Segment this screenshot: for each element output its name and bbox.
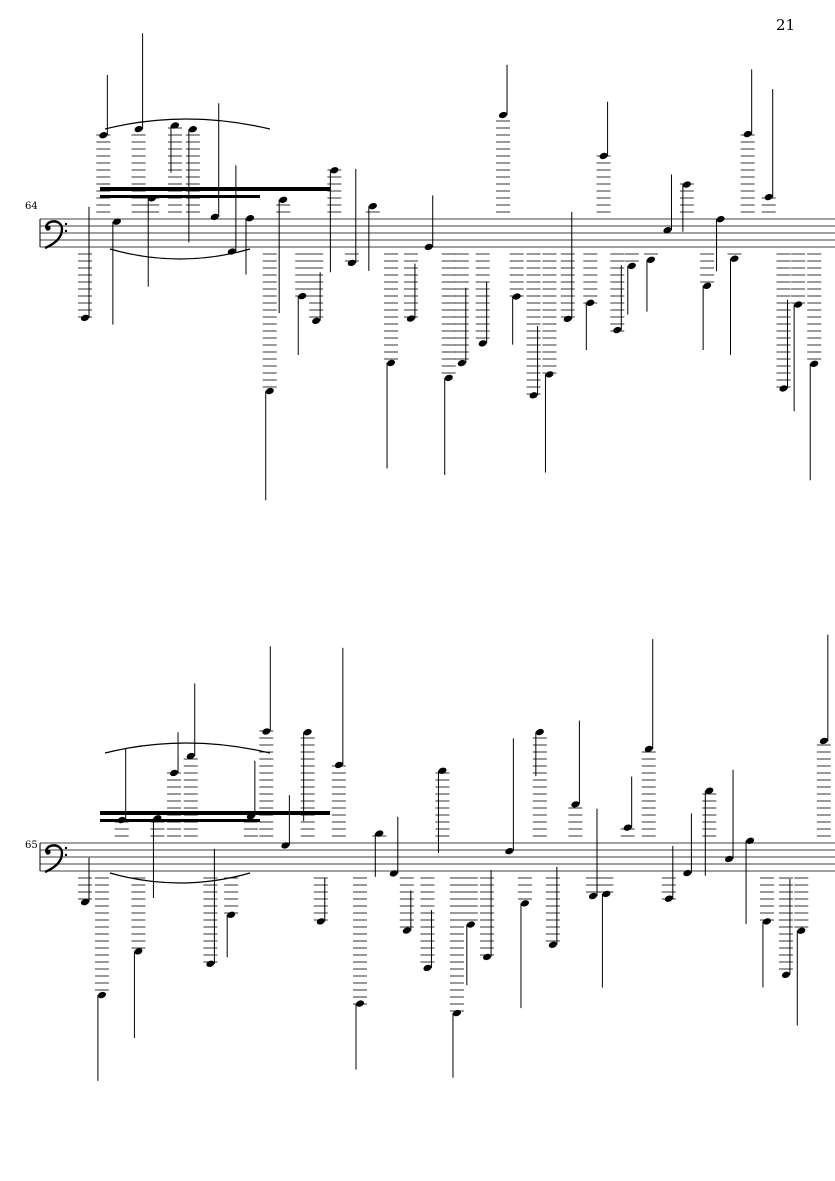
note-head — [482, 953, 492, 961]
bass-clef-icon — [44, 844, 64, 874]
note-head — [227, 911, 236, 918]
note-head — [402, 927, 411, 934]
note-head — [134, 125, 143, 133]
note-head — [762, 918, 772, 925]
note-head — [764, 193, 773, 201]
note-head — [779, 385, 788, 392]
note-head — [627, 262, 636, 270]
note-head — [303, 729, 312, 736]
bass-clef-icon — [44, 220, 64, 250]
note-head — [563, 315, 572, 323]
note-head — [724, 855, 734, 863]
note-head — [682, 181, 691, 188]
measure-number-65: 65 — [25, 840, 38, 851]
note-head — [781, 971, 790, 978]
note-head — [245, 215, 255, 222]
note-head — [529, 392, 538, 399]
note-head — [548, 941, 557, 948]
note-head — [716, 216, 725, 223]
note-head — [520, 900, 530, 907]
note-head — [423, 964, 432, 972]
note-head — [743, 130, 752, 138]
page-number: 21 — [776, 16, 796, 34]
tie — [104, 742, 271, 754]
bass-clef-dot — [64, 853, 68, 857]
note-head — [375, 830, 384, 837]
note-head — [80, 898, 90, 906]
note-head — [355, 1000, 365, 1007]
note-head — [457, 359, 466, 367]
note-head — [424, 243, 433, 251]
bass-clef-dot — [64, 222, 68, 226]
note-head — [112, 218, 121, 225]
tie — [109, 248, 251, 260]
note-head — [663, 227, 672, 234]
note-head — [347, 259, 356, 267]
note-head — [279, 196, 288, 203]
note-head — [452, 1009, 462, 1017]
note-head — [535, 728, 544, 736]
note-head — [613, 326, 622, 334]
beam — [100, 187, 330, 191]
bass-clef-dot — [64, 846, 68, 850]
note-head — [186, 752, 195, 760]
note-head — [80, 314, 90, 322]
note-head — [646, 256, 656, 263]
note-head — [281, 842, 290, 849]
bass-clef-dot — [64, 229, 68, 233]
note-head — [466, 921, 475, 928]
note-head — [644, 745, 653, 753]
beam — [100, 811, 330, 815]
note-head — [406, 315, 415, 322]
beam — [100, 819, 260, 822]
beam — [100, 195, 260, 198]
note-head — [265, 387, 274, 395]
measure-number-64: 64 — [25, 201, 38, 212]
tie — [109, 872, 251, 884]
note-head — [438, 767, 447, 774]
note-head — [444, 374, 453, 382]
note-head — [188, 126, 197, 133]
note-head — [389, 870, 398, 877]
note-head — [602, 890, 611, 898]
note-head — [386, 359, 396, 367]
note-head — [262, 728, 271, 735]
note-head — [478, 340, 487, 347]
note-head — [505, 847, 514, 855]
note-head — [683, 869, 692, 877]
note-head — [312, 317, 321, 324]
note-head — [571, 801, 580, 808]
note-head — [545, 371, 554, 378]
note-head — [810, 360, 819, 368]
note-head — [316, 918, 325, 925]
note-head — [794, 301, 803, 308]
note-head — [170, 122, 180, 129]
tie — [104, 118, 271, 130]
note-head — [588, 892, 598, 900]
note-head — [745, 837, 755, 844]
note-head — [797, 927, 806, 934]
note-head — [730, 255, 739, 262]
note-head — [498, 111, 508, 119]
note-head — [206, 960, 215, 967]
bass-clef-icon — [45, 225, 51, 231]
note-head — [703, 282, 712, 289]
bass-clef-icon — [45, 849, 51, 855]
note-head — [819, 737, 828, 745]
note-head — [623, 824, 632, 831]
note-head — [210, 213, 219, 221]
note-head — [368, 202, 377, 210]
note-head — [134, 948, 143, 955]
note-head — [97, 991, 106, 999]
note-head — [334, 761, 343, 769]
note-head — [512, 293, 521, 300]
note-head — [705, 787, 714, 794]
